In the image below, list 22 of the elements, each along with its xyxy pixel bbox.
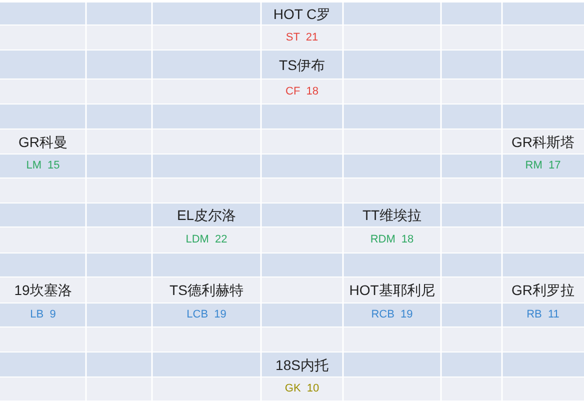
position-rating: RCB 19 [371,308,413,322]
position-rating: RM 17 [525,160,561,172]
player-name: GR科斯塔 [512,133,574,150]
position-rating: LCB 19 [186,308,226,322]
position-rating: LDM 22 [186,234,228,246]
position-rating: RDM 18 [370,234,414,246]
player-name: HOT基耶利尼 [349,282,435,298]
player-name: TS伊布 [279,56,325,73]
player-name: TS德利赫特 [170,282,244,298]
position-rating: LB 9 [30,308,56,322]
position-rating: CF 18 [286,85,318,98]
position-rating: LM 15 [26,160,60,172]
player-name: GR科曼 [18,133,68,150]
player-name: 18S内托 [276,356,328,373]
player-name: EL皮尔洛 [176,206,236,224]
player-name: TT维埃拉 [362,206,422,224]
position-rating: ST 21 [286,31,318,44]
position-rating: GK 10 [284,382,320,396]
player-name: HOT C罗 [273,5,331,22]
player-name: GR利罗拉 [512,282,574,298]
player-name: 19坎塞洛 [14,282,72,298]
position-rating: RB 11 [526,308,560,322]
